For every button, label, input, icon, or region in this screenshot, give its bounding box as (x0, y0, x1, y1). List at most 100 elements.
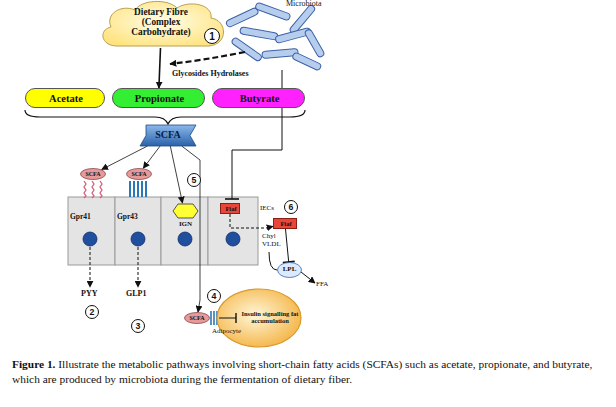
receptor-helix (84, 181, 86, 198)
fiaf-box: Fiaf (273, 218, 297, 229)
inhibition-bar (225, 198, 239, 200)
inhibition-line (219, 318, 236, 319)
node-text: SCFA (80, 168, 106, 180)
connector (182, 146, 200, 312)
secretion-dashed-arrow (90, 247, 91, 287)
connector (159, 48, 161, 88)
receptor-helix (133, 181, 135, 197)
node-text: Fiaf (221, 204, 241, 215)
node-text: SCFA (126, 168, 152, 180)
receptor-label: Gpr41 (70, 213, 91, 221)
node-text: LPL (277, 262, 302, 278)
ellipse-shape (81, 169, 106, 180)
caption-body: Illustrate the metabolic pathways involv… (12, 358, 592, 385)
receptor-helix (137, 181, 139, 197)
propionate-pill: Propionate (112, 88, 205, 108)
lpl-ellipse: LPL (277, 262, 302, 278)
inhibition-bar (235, 313, 236, 323)
node-text: Propionate (113, 89, 206, 109)
fiaf-box: Fiaf (220, 203, 240, 214)
cell-nucleus (83, 232, 97, 246)
caption-lead: Figure 1. (12, 358, 55, 370)
bacterium-rod (240, 27, 279, 40)
callout-number: 3 (131, 319, 145, 333)
lipoprotein-line (269, 252, 277, 270)
bacterium-rod (255, 2, 291, 21)
ribbon-shape (140, 125, 196, 146)
receptor-helix (213, 311, 215, 325)
figure-caption: Figure 1. Illustrate the metabolic pathw… (12, 357, 608, 387)
node-text: Fiaf (274, 219, 298, 230)
ign-hexagon: IGN (172, 203, 199, 231)
ellipse-shape (185, 313, 210, 324)
node-text: IGN (172, 219, 199, 231)
callout-number: 1 (204, 28, 220, 44)
cell-nuclei (83, 232, 240, 246)
adipocyte-shape (217, 289, 301, 347)
hexagon-shape (173, 204, 198, 218)
ellipse-shape (127, 169, 152, 180)
epithelial-cell (208, 197, 258, 265)
cell-nucleus (131, 232, 145, 246)
cell-nucleus (178, 232, 192, 246)
receptor-label: Gpr43 (117, 213, 138, 221)
connector (286, 229, 289, 262)
node-text: Insulin signalling fat accumulation (238, 306, 302, 330)
receptor-helix (92, 181, 94, 198)
epithelial-cell (68, 197, 115, 265)
hormone-label: PYY (81, 290, 97, 299)
acetate-pill: Acetate (25, 88, 105, 108)
bacterium-rod (304, 29, 325, 58)
cell-nucleus (226, 232, 240, 246)
node-text: SCFA (140, 125, 196, 146)
epithelial-cell (161, 197, 208, 265)
intestinal-cells (68, 197, 258, 265)
bacterium-rod (225, 7, 259, 28)
enzyme-label: Glycosides Hydrolases (172, 70, 249, 79)
fermentation-dashed-arrow (170, 52, 245, 64)
receptor-helix (141, 181, 143, 197)
node-text: Acetate (26, 89, 106, 109)
receptor-helix (129, 181, 131, 197)
lipoprotein-label: Chyl VLDL (262, 233, 286, 248)
ellipse-shape (278, 263, 302, 278)
connector (143, 146, 160, 168)
gpr41-receptor (84, 181, 102, 198)
cell-type-label: Adipocyte (212, 328, 241, 336)
cloud-shape (103, 1, 224, 46)
callout-number: 6 (284, 200, 298, 214)
grouping-brace (25, 110, 305, 124)
cell-type-label: IECs (260, 205, 274, 213)
scfa-banner: SCFA (140, 125, 196, 146)
bacterium-rod (292, 52, 322, 71)
adipocyte-receptor (211, 311, 217, 325)
receptor-helix (210, 311, 212, 325)
callout-number: 2 (85, 305, 99, 319)
scfa-ligand: SCFA (126, 168, 152, 180)
receptor-helix (145, 181, 147, 197)
microbiota-illustration (225, 2, 325, 71)
adipocyte-cell: Insulin signalling fat accumulation (216, 288, 302, 348)
secretion-dashed-arrow (138, 247, 139, 287)
scfa-ligand: SCFA (80, 168, 106, 180)
microbiota-label: Microbiota (286, 0, 322, 9)
hormone-label: GLP1 (126, 290, 146, 299)
fatty-acid-label: FFA (316, 281, 328, 289)
bacterium-rod (231, 37, 263, 62)
gpr43-receptor (130, 181, 146, 197)
connector (230, 214, 273, 228)
lipolysis-arrow (301, 272, 315, 283)
node-text: Butyrate (213, 89, 306, 109)
connector (102, 146, 148, 170)
connector (170, 146, 182, 203)
scfa-ligand: SCFA (184, 312, 210, 324)
callout-number: 5 (187, 173, 201, 187)
butyrate-pill: Butyrate (212, 88, 305, 108)
callout-number: 4 (207, 289, 221, 303)
node-text: SCFA (184, 312, 210, 324)
node-text: Dietary Fibre (Complex Carbohydrate) (125, 3, 197, 43)
receptor-helix (100, 181, 102, 198)
